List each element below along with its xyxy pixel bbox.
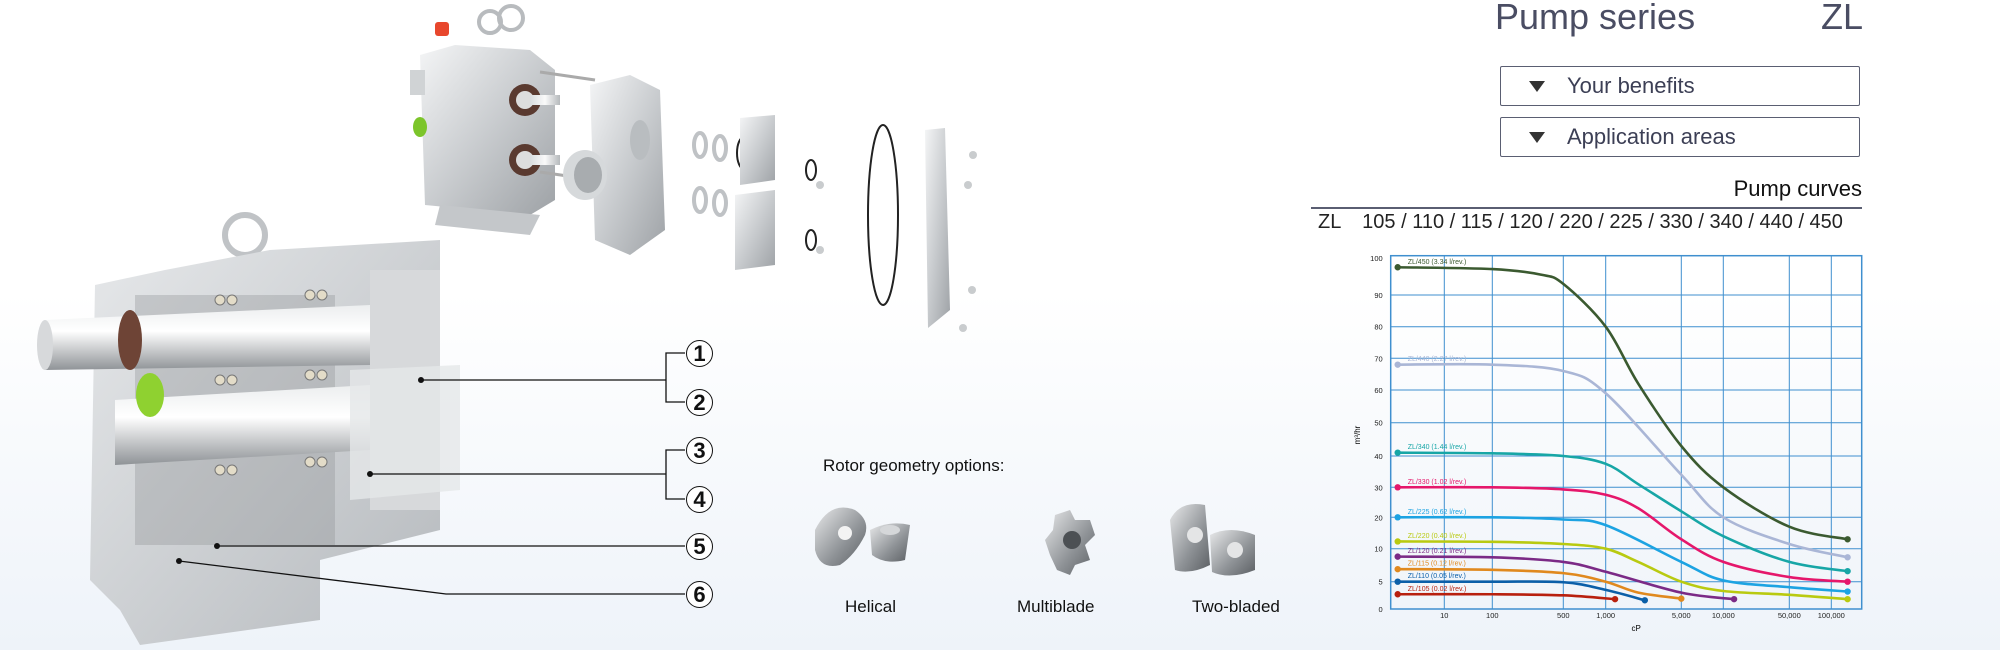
series-line <box>1396 362 1849 559</box>
series-start-point <box>1394 578 1401 585</box>
x-tick-label: 1,000 <box>1596 611 1615 620</box>
series-line <box>1396 555 1736 601</box>
series-start-point <box>1394 553 1401 560</box>
plot-frame <box>1389 254 1863 610</box>
exploded-pump-illustration <box>410 4 977 332</box>
series-end-point <box>1844 567 1851 575</box>
series-line <box>1396 580 1647 602</box>
callout-leader-lines <box>176 352 685 595</box>
pump-curves-heading: Pump curves <box>1733 176 1862 201</box>
series-end-point <box>1730 595 1738 603</box>
series-label: ZL/225 (0.62 l/rev.) <box>1408 509 1467 516</box>
caret-down-icon <box>1529 131 1545 143</box>
series-line <box>1396 485 1849 583</box>
y-tick-label: 0 <box>1379 605 1383 614</box>
divider <box>1311 207 1862 209</box>
front-cover <box>925 128 950 328</box>
pump-curve-chart: 0 5 10 20 30 40 50 60 70 80 90 100 10 100 500 1,000 5,00… <box>1353 254 1863 633</box>
two-bladed-rotor-icon <box>1170 504 1255 576</box>
y-tick-label: 100 <box>1370 254 1383 263</box>
x-axis-label: cP <box>1632 624 1641 633</box>
callout-3: 3 <box>686 437 713 464</box>
series-end-point <box>1678 595 1685 602</box>
pump-cutaway-illustration <box>37 212 460 645</box>
series-label: ZL/120 (0.21 l/rev.) <box>1408 548 1467 555</box>
pump-body <box>410 4 596 235</box>
series-start-point <box>1394 361 1401 368</box>
series-line <box>1396 592 1617 601</box>
rotor-heading: Rotor geometry options: <box>823 456 1005 475</box>
multiblade-rotor-icon <box>1045 510 1095 575</box>
y-tick-label: 90 <box>1374 291 1382 300</box>
series-start-point <box>1394 591 1401 598</box>
y-tick-label: 60 <box>1374 386 1382 395</box>
series-line <box>1396 515 1849 593</box>
callout-2: 2 <box>686 389 713 416</box>
x-tick-label: 500 <box>1557 611 1570 620</box>
series-start-point <box>1394 538 1401 545</box>
series-label: ZL/450 (3.34 l/rev.) <box>1408 259 1467 266</box>
x-tick-label: 100,000 <box>1818 611 1845 620</box>
x-tick-label: 10 <box>1440 611 1448 620</box>
rotor-images <box>815 504 1255 576</box>
series-end-point <box>1641 597 1649 604</box>
red-cap-icon <box>435 22 449 36</box>
rotor-label-two-bladed: Two-bladed <box>1192 597 1280 616</box>
y-axis-label: m³/hr <box>1353 425 1362 444</box>
caret-down-icon <box>1529 80 1545 92</box>
series-end-point <box>1844 588 1851 595</box>
rotor-pair <box>735 115 775 270</box>
series-label: ZL/330 (1.02 l/rev.) <box>1408 479 1467 486</box>
callout-4: 4 <box>686 486 713 513</box>
series-line <box>1396 265 1849 541</box>
application-areas-accordion[interactable]: Application areas <box>1500 117 1860 157</box>
accordion-label: Application areas <box>1567 124 1736 149</box>
series-line <box>1396 451 1849 573</box>
series-name: ZL <box>1821 0 1864 37</box>
series-label: ZL/115 (0.12 l/rev.) <box>1408 561 1466 568</box>
series-start-point <box>1394 514 1401 521</box>
series-end-point <box>1844 595 1851 603</box>
pump-casing <box>563 75 665 255</box>
series-end-point <box>1611 595 1619 603</box>
y-tick-label: 50 <box>1374 419 1382 428</box>
y-tick-label: 40 <box>1374 452 1382 461</box>
series-line <box>1396 567 1683 600</box>
series-line <box>1396 540 1849 601</box>
rotor-label-helical: Helical <box>845 597 897 616</box>
model-prefix: ZL <box>1318 211 1341 233</box>
series-label: ZL/105 (0.02 l/rev.) <box>1408 586 1467 593</box>
y-tick-label: 10 <box>1374 545 1382 554</box>
your-benefits-accordion[interactable]: Your benefits <box>1500 66 1860 106</box>
series-start-point <box>1394 484 1401 491</box>
callout-1: 1 <box>686 340 713 367</box>
series-label: ZL/220 (0.40 l/rev.) <box>1408 533 1467 540</box>
series-label: ZL/440 (2.27 l/rev.) <box>1408 356 1467 363</box>
rotor-label-multiblade: Multiblade <box>1017 597 1095 616</box>
helical-rotor-icon <box>815 507 910 566</box>
y-tick-label: 20 <box>1374 513 1382 522</box>
series-label: ZL/340 (1.44 l/rev.) <box>1408 444 1467 451</box>
page-title: Pump series <box>1495 0 1696 37</box>
x-tick-label: 10,000 <box>1712 611 1735 620</box>
accordion-label: Your benefits <box>1567 73 1695 98</box>
series-start-point <box>1394 565 1401 573</box>
callout-6: 6 <box>686 581 713 608</box>
model-list: ZL 105 / 110 / 115 / 120 / 220 / 225 / 3… <box>1318 211 1843 234</box>
x-tick-label: 50,000 <box>1778 611 1801 620</box>
series-start-point <box>1394 449 1401 456</box>
series-end-point <box>1844 578 1851 585</box>
model-numbers: 105 / 110 / 115 / 120 / 220 / 225 / 330 … <box>1362 211 1843 233</box>
y-tick-label: 70 <box>1374 354 1382 363</box>
series-label: ZL/110 (0.05 l/rev.) <box>1408 573 1466 580</box>
y-tick-label: 5 <box>1379 578 1383 587</box>
y-tick-label: 80 <box>1374 323 1382 332</box>
series-start-point <box>1394 264 1401 271</box>
callout-5: 5 <box>686 533 713 560</box>
x-tick-label: 5,000 <box>1672 611 1691 620</box>
series-end-point <box>1844 554 1851 561</box>
y-tick-label: 30 <box>1374 483 1382 492</box>
series-end-point <box>1844 536 1851 543</box>
x-tick-label: 100 <box>1486 611 1499 620</box>
